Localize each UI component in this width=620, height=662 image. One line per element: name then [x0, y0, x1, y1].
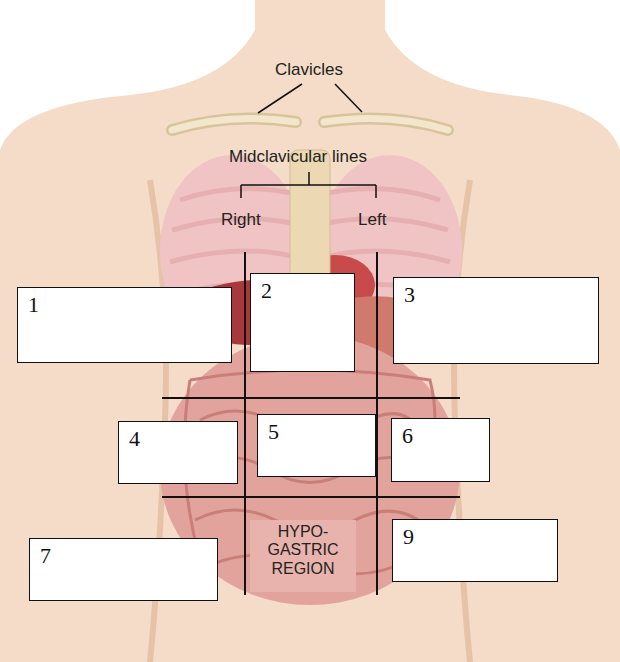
callout-number: 3	[394, 278, 415, 306]
callout-number: 2	[251, 274, 272, 302]
region-answer-box: 5	[257, 414, 376, 477]
region-name: HYPO- GASTRIC REGION	[252, 523, 354, 578]
anatomy-label: Midclavicular lines	[229, 147, 367, 167]
callout-number: 7	[30, 539, 51, 567]
region-answer-box: 9	[392, 519, 558, 582]
region-answer-box: 1	[17, 287, 232, 363]
region-answer-box: 4	[118, 421, 238, 484]
region-answer-box: 3	[393, 277, 599, 364]
region-answer-box: 2	[250, 273, 355, 372]
callout-number: 9	[393, 520, 414, 548]
callout-number: 1	[18, 288, 39, 316]
callout-number: 5	[258, 415, 279, 443]
region-answer-box: 6	[391, 418, 490, 482]
region-answer-box: 7	[29, 538, 218, 601]
callout-number: 4	[119, 422, 140, 450]
callout-number: 6	[392, 419, 413, 447]
anatomy-label: Clavicles	[275, 60, 343, 80]
anatomy-label: Right	[221, 210, 261, 230]
anatomy-label: Left	[358, 210, 386, 230]
